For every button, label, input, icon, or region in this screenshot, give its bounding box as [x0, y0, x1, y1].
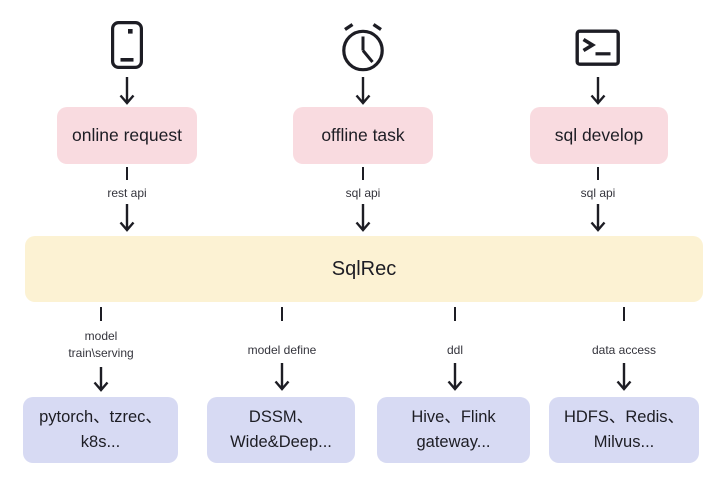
- edge-label-sql-api: sql api: [346, 185, 381, 202]
- edge-label-sql-api: sql api: [581, 185, 616, 202]
- node-label-line: k8s...: [80, 433, 121, 451]
- node-label-line: gateway...: [416, 433, 491, 451]
- arrow-down-icon: [590, 77, 606, 105]
- edge-line: [125, 167, 129, 180]
- node-label-line: Milvus...: [593, 433, 655, 451]
- arrow-down-icon: [590, 204, 606, 232]
- node-label: offline task: [321, 125, 405, 145]
- node-label-line: HDFS、Redis、: [563, 408, 685, 426]
- edge-label-ddl: ddl: [447, 342, 463, 359]
- terminal-icon: [575, 29, 620, 66]
- edge-line: [453, 307, 457, 321]
- node-label: sql develop: [554, 125, 644, 145]
- node-label-line: DSSM、: [248, 408, 314, 426]
- arrow-down-icon: [616, 363, 632, 391]
- node-sqlrec: SqlRec: [25, 236, 703, 302]
- edge-label-text: data access: [591, 343, 657, 357]
- edge-label-text: ddl: [446, 343, 464, 357]
- edge-label-text: train\serving: [68, 346, 134, 360]
- arrow-down-icon: [93, 367, 109, 392]
- node-label-line: Hive、Flink: [411, 408, 496, 426]
- edge-label-model-define: model define: [248, 342, 317, 359]
- node-online-request: online request: [57, 107, 197, 164]
- smartphone-icon: [111, 21, 143, 69]
- arrow-down-icon: [274, 363, 290, 391]
- node-offline-task: offline task: [293, 107, 433, 164]
- node-label-line: pytorch、tzrec、: [39, 408, 162, 426]
- edge-label-text: rest api: [107, 186, 147, 200]
- edge-label-text: sql api: [345, 186, 381, 200]
- edge-label-data-access: data access: [592, 342, 656, 359]
- node-dssm-widedeep: DSSM、 Wide&Deep...: [207, 397, 355, 463]
- arrow-down-icon: [355, 77, 371, 105]
- edge-label-text: model: [84, 329, 118, 343]
- edge-label-text: sql api: [580, 186, 616, 200]
- arrow-down-icon: [119, 204, 135, 232]
- arrow-down-icon: [355, 204, 371, 232]
- edge-line: [280, 307, 284, 321]
- arrow-down-icon: [119, 77, 135, 105]
- node-hive-flink-gateway: Hive、Flink gateway...: [377, 397, 530, 463]
- edge-label-rest-api: rest api: [107, 185, 146, 202]
- edge-line: [622, 307, 626, 321]
- edge-line: [596, 167, 600, 180]
- edge-label-model-train-serving: model train\serving: [68, 328, 133, 362]
- node-hdfs-redis-milvus: HDFS、Redis、 Milvus...: [549, 397, 699, 463]
- node-label: online request: [72, 125, 182, 145]
- node-label: SqlRec: [331, 257, 397, 280]
- alarm-clock-icon: [342, 23, 384, 72]
- edge-line: [99, 307, 103, 321]
- node-label-line: Wide&Deep...: [230, 433, 332, 451]
- node-pytorch-tzrec-k8s: pytorch、tzrec、 k8s...: [23, 397, 178, 463]
- edge-line: [361, 167, 365, 180]
- node-sql-develop: sql develop: [530, 107, 668, 164]
- edge-label-text: model define: [247, 343, 317, 357]
- arrow-down-icon: [447, 363, 463, 391]
